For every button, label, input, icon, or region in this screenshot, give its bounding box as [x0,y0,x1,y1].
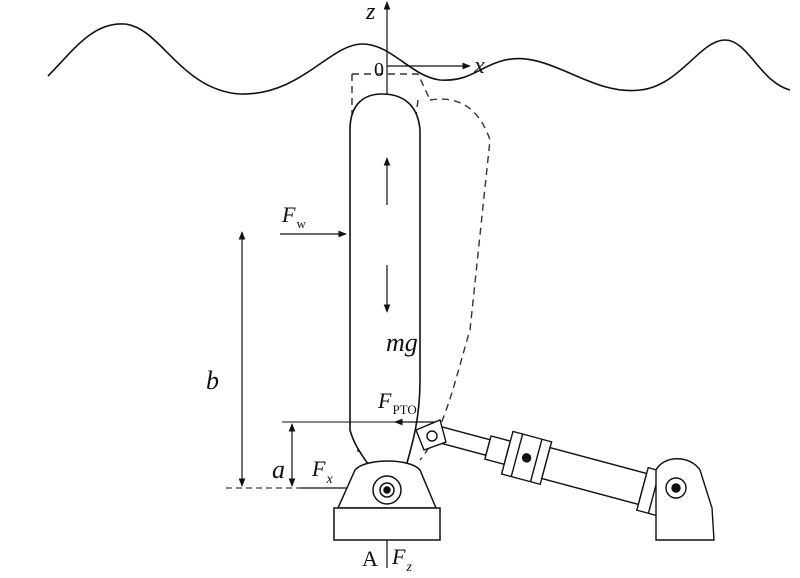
pto-force-label: FPTO [378,388,417,417]
hinge-force-x-label: Fx [312,456,333,487]
gravity-label: mg [386,328,418,357]
hinge-point-label: A [362,546,378,571]
z-axis-label: z [366,0,376,25]
hinge-mount [333,460,441,541]
x-axis-label: x [474,53,485,79]
wave-force-label: Fw [282,202,306,231]
length-b-label: b [206,366,219,395]
hinge-force-z-label: Fz [392,544,412,575]
water-surface-wave [47,23,791,95]
length-a-label: a [272,455,285,484]
origin-label: 0 [374,59,384,81]
pto-hydraulic-cylinder [415,419,715,541]
